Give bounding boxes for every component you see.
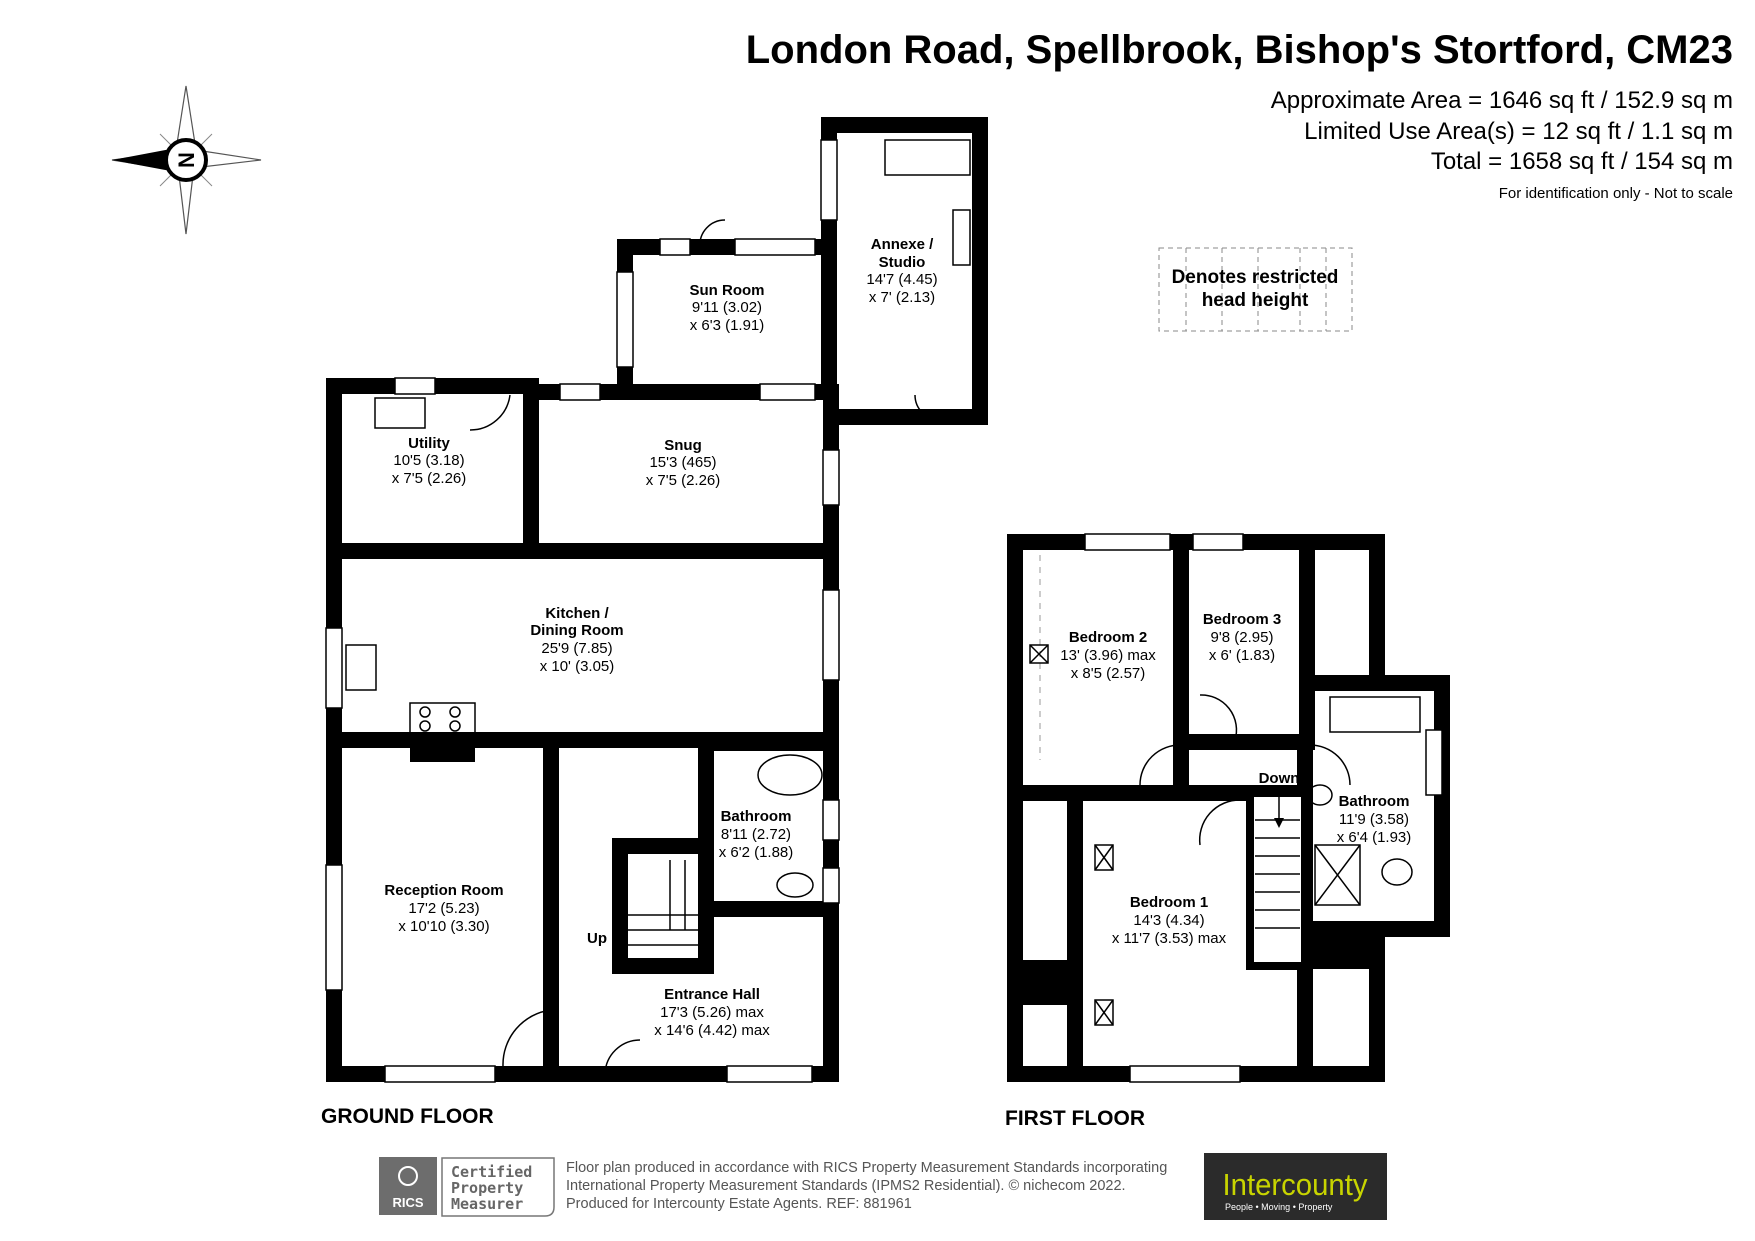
- svg-text:13' (3.96) max: 13' (3.96) max: [1060, 647, 1156, 664]
- svg-text:Reception Room: Reception Room: [384, 882, 503, 899]
- svg-text:Bedroom 3: Bedroom 3: [1203, 611, 1281, 628]
- svg-text:9'8 (2.95): 9'8 (2.95): [1211, 629, 1274, 646]
- room-bedroom-1: Bedroom 1 14'3 (4.34) x 11'7 (3.53) max: [1112, 894, 1227, 947]
- first-floor-plan: [1007, 533, 1450, 1083]
- disclaimer: For identification only - Not to scale: [1499, 185, 1733, 202]
- svg-text:8'11 (2.72): 8'11 (2.72): [721, 826, 791, 843]
- room-snug: Snug 15'3 (465) x 7'5 (2.26): [646, 437, 721, 489]
- svg-text:x 6'4 (1.93): x 6'4 (1.93): [1337, 829, 1412, 846]
- svg-text:Property: Property: [451, 1179, 523, 1197]
- ground-floor-plan: [325, 117, 988, 1083]
- svg-text:x 11'7 (3.53) max: x 11'7 (3.53) max: [1112, 930, 1227, 947]
- rics-logo: RICS: [379, 1157, 437, 1215]
- room-bedroom-3: Bedroom 3 9'8 (2.95) x 6' (1.83): [1203, 611, 1281, 664]
- room-reception: Reception Room 17'2 (5.23) x 10'10 (3.30…: [384, 882, 503, 935]
- room-kitchen-dining: Kitchen / Dining Room 25'9 (7.85) x 10' …: [530, 605, 623, 675]
- svg-text:Measurer: Measurer: [451, 1195, 523, 1213]
- ground-floor-label: GROUND FLOOR: [321, 1105, 494, 1128]
- room-entrance-hall: Entrance Hall 17'3 (5.26) max x 14'6 (4.…: [654, 986, 770, 1039]
- svg-text:10'5 (3.18): 10'5 (3.18): [393, 452, 464, 469]
- svg-text:x 6'2 (1.88): x 6'2 (1.88): [719, 844, 794, 861]
- svg-text:RICS: RICS: [392, 1195, 423, 1210]
- room-bedroom-2: Bedroom 2 13' (3.96) max x 8'5 (2.57): [1060, 629, 1156, 682]
- room-sun-room: Sun Room 9'11 (3.02) x 6'3 (1.91): [690, 282, 765, 334]
- total-area: Total = 1658 sq ft / 154 sq m: [1431, 148, 1733, 175]
- approximate-area: Approximate Area = 1646 sq ft / 152.9 sq…: [1271, 87, 1733, 114]
- svg-text:x 10' (3.05): x 10' (3.05): [540, 658, 615, 675]
- svg-text:x 6' (1.83): x 6' (1.83): [1209, 647, 1275, 664]
- svg-text:14'3 (4.34): 14'3 (4.34): [1133, 912, 1204, 929]
- svg-text:Studio: Studio: [879, 254, 926, 271]
- svg-text:N: N: [174, 152, 199, 168]
- svg-text:Bedroom 2: Bedroom 2: [1069, 629, 1147, 646]
- footer-note-line2: International Property Measurement Stand…: [566, 1178, 1126, 1194]
- svg-text:x 6'3 (1.91): x 6'3 (1.91): [690, 317, 765, 334]
- svg-text:Utility: Utility: [408, 435, 450, 452]
- svg-text:Annexe /: Annexe /: [871, 236, 934, 253]
- svg-text:17'2 (5.23): 17'2 (5.23): [408, 900, 479, 917]
- room-utility: Utility 10'5 (3.18) x 7'5 (2.26): [392, 435, 467, 487]
- room-bathroom-first: Bathroom 11'9 (3.58) x 6'4 (1.93): [1337, 793, 1412, 846]
- room-annexe-studio: Annexe / Studio 14'7 (4.45) x 7' (2.13): [866, 236, 937, 306]
- room-bathroom-ground: Bathroom 8'11 (2.72) x 6'2 (1.88): [719, 808, 794, 861]
- first-floor-label: FIRST FLOOR: [1005, 1107, 1145, 1130]
- svg-text:x 7' (2.13): x 7' (2.13): [869, 289, 935, 306]
- svg-text:Kitchen /: Kitchen /: [545, 605, 609, 622]
- svg-text:14'7 (4.45): 14'7 (4.45): [866, 271, 937, 288]
- svg-text:People • Moving • Property: People • Moving • Property: [1225, 1202, 1333, 1212]
- svg-text:x 7'5 (2.26): x 7'5 (2.26): [392, 470, 467, 487]
- svg-text:Dining Room: Dining Room: [530, 622, 623, 639]
- svg-text:Intercounty: Intercounty: [1223, 1167, 1368, 1202]
- svg-text:Certified: Certified: [451, 1163, 532, 1181]
- svg-text:x 14'6 (4.42) max: x 14'6 (4.42) max: [654, 1022, 770, 1039]
- certified-property-measurer-badge: Certified Property Measurer: [441, 1157, 555, 1217]
- intercounty-logo: Intercounty People • Moving • Property: [1204, 1153, 1387, 1220]
- svg-text:x 8'5 (2.57): x 8'5 (2.57): [1071, 665, 1146, 682]
- limited-use-area: Limited Use Area(s) = 12 sq ft / 1.1 sq …: [1304, 118, 1733, 145]
- svg-text:9'11 (3.02): 9'11 (3.02): [692, 299, 762, 316]
- annexe-walls: [821, 117, 988, 425]
- footer-note-line1: Floor plan produced in accordance with R…: [566, 1160, 1167, 1176]
- svg-text:11'9 (3.58): 11'9 (3.58): [1339, 811, 1409, 828]
- svg-text:17'3 (5.26) max: 17'3 (5.26) max: [660, 1004, 764, 1021]
- svg-text:Entrance Hall: Entrance Hall: [664, 986, 760, 1003]
- svg-text:Sun Room: Sun Room: [690, 282, 765, 299]
- stairs-down-label: Down: [1259, 770, 1300, 787]
- svg-text:x 7'5 (2.26): x 7'5 (2.26): [646, 472, 721, 489]
- svg-text:Bathroom: Bathroom: [1339, 793, 1410, 810]
- svg-text:Bathroom: Bathroom: [721, 808, 792, 825]
- property-title: London Road, Spellbrook, Bishop's Stortf…: [746, 28, 1733, 72]
- svg-text:15'3 (465): 15'3 (465): [649, 454, 716, 471]
- svg-text:head height: head height: [1202, 290, 1309, 311]
- svg-text:Snug: Snug: [664, 437, 702, 454]
- restricted-height-legend: Denotes restricted head height: [1158, 247, 1353, 332]
- stairs-up-label: Up: [587, 930, 607, 947]
- svg-text:Denotes restricted: Denotes restricted: [1172, 267, 1339, 288]
- footer-note-line3: Produced for Intercounty Estate Agents. …: [566, 1196, 912, 1212]
- compass-north-icon: N: [111, 85, 262, 235]
- svg-text:Bedroom 1: Bedroom 1: [1130, 894, 1208, 911]
- svg-text:x 10'10 (3.30): x 10'10 (3.30): [398, 918, 489, 935]
- svg-text:25'9 (7.85): 25'9 (7.85): [541, 640, 612, 657]
